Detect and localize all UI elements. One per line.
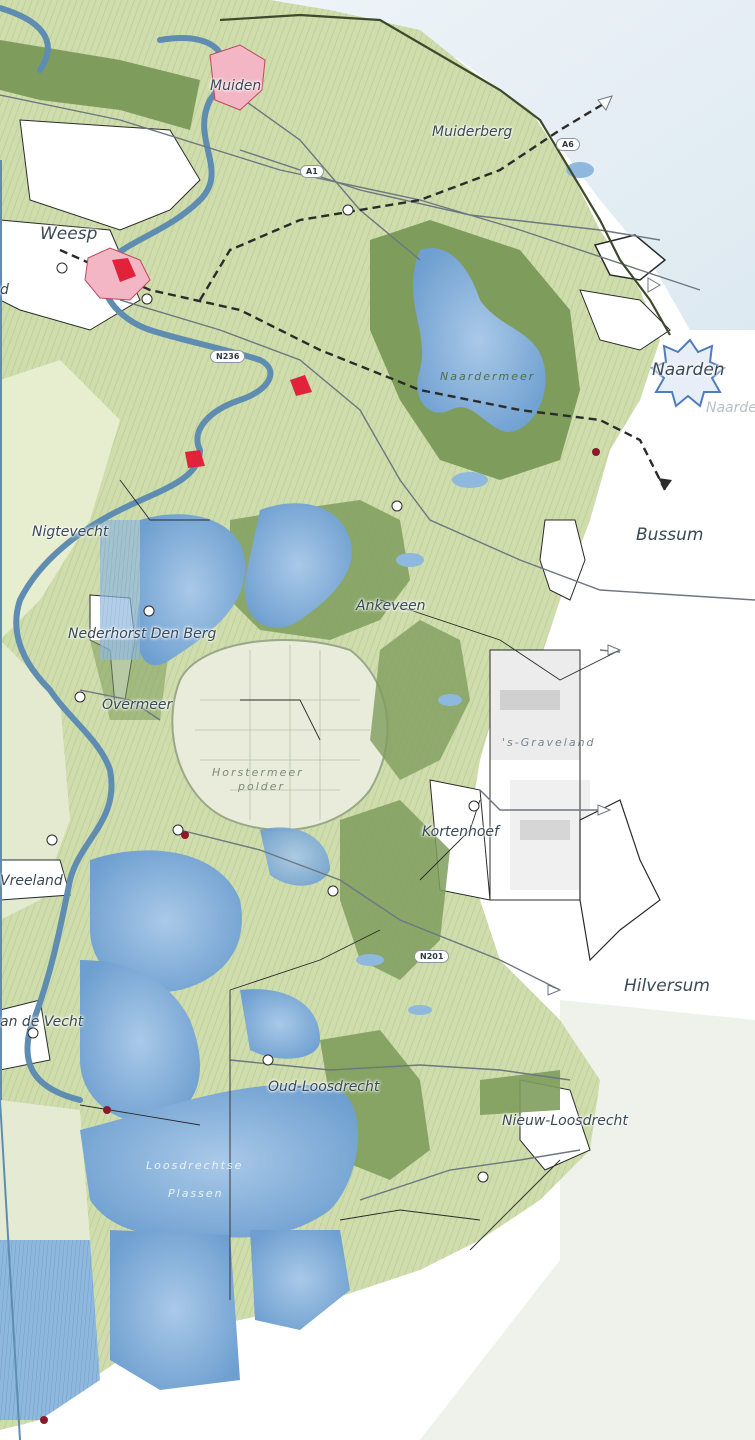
label-plassen: Plassen bbox=[168, 1187, 224, 1200]
hilversum-outline bbox=[579, 799, 661, 962]
road-shield-a6: A6 bbox=[556, 138, 580, 151]
label-loenen: an de Vecht bbox=[0, 1014, 84, 1030]
road-shield-n201: N201 bbox=[414, 950, 450, 963]
label-left-edge: d bbox=[0, 282, 9, 298]
label-polder: polder bbox=[238, 780, 286, 793]
label-naarden: Naarden bbox=[652, 360, 725, 380]
weesp-north-area bbox=[19, 119, 201, 231]
label-kortenhoef: Kortenhoef bbox=[422, 824, 499, 840]
fort-markers bbox=[27, 204, 489, 1183]
label-naarden-faded: Naarde bbox=[706, 400, 755, 416]
water-bodies bbox=[0, 70, 594, 1420]
loosdrechtse-plassen-lake bbox=[80, 1084, 359, 1238]
label-muiderberg: Muiderberg bbox=[432, 124, 513, 140]
gooi-area bbox=[420, 1000, 755, 1440]
weesp-area bbox=[0, 219, 141, 331]
ijmeer-water bbox=[260, 0, 755, 330]
railway-north bbox=[198, 98, 611, 301]
railway-arrow bbox=[658, 478, 672, 490]
road-shield-a1: A1 bbox=[300, 165, 324, 178]
naarden-fortress bbox=[650, 338, 726, 408]
label-hilversum: Hilversum bbox=[624, 976, 710, 996]
horstermeer-polder bbox=[171, 639, 389, 831]
railway bbox=[59, 248, 667, 491]
label-overmeer: Overmeer bbox=[102, 697, 173, 713]
label-oud-loosdrecht: Oud-Loosdrecht bbox=[268, 1079, 380, 1095]
naardermeer-lake bbox=[412, 248, 546, 432]
road-shield-n236: N236 bbox=[210, 350, 246, 363]
label-nigtevecht: Nigtevecht bbox=[32, 524, 109, 540]
muiden-town bbox=[209, 44, 266, 111]
graveland-estates bbox=[489, 649, 590, 901]
label-bussum: Bussum bbox=[636, 525, 704, 545]
label-weesp: Weesp bbox=[40, 224, 98, 244]
label-ankeveen: Ankeveen bbox=[356, 598, 426, 614]
label-muiden: Muiden bbox=[210, 78, 262, 94]
label-graveland: 's-Graveland bbox=[502, 736, 596, 749]
coastal-dike bbox=[219, 13, 671, 336]
label-loosdrechtse: Loosdrechtse bbox=[146, 1159, 244, 1172]
label-horstermeer: Horstermeer bbox=[212, 766, 304, 779]
label-naardermeer: Naardermeer bbox=[440, 370, 536, 383]
fort-red-2 bbox=[185, 450, 205, 468]
road-network bbox=[0, 89, 755, 1201]
fort-red-1 bbox=[290, 375, 312, 396]
label-vreeland: Vreeland bbox=[0, 873, 63, 889]
label-nieuw-loosdrecht: Nieuw-Loosdrecht bbox=[502, 1113, 628, 1129]
label-nederhorst: Nederhorst Den Berg bbox=[68, 626, 217, 642]
